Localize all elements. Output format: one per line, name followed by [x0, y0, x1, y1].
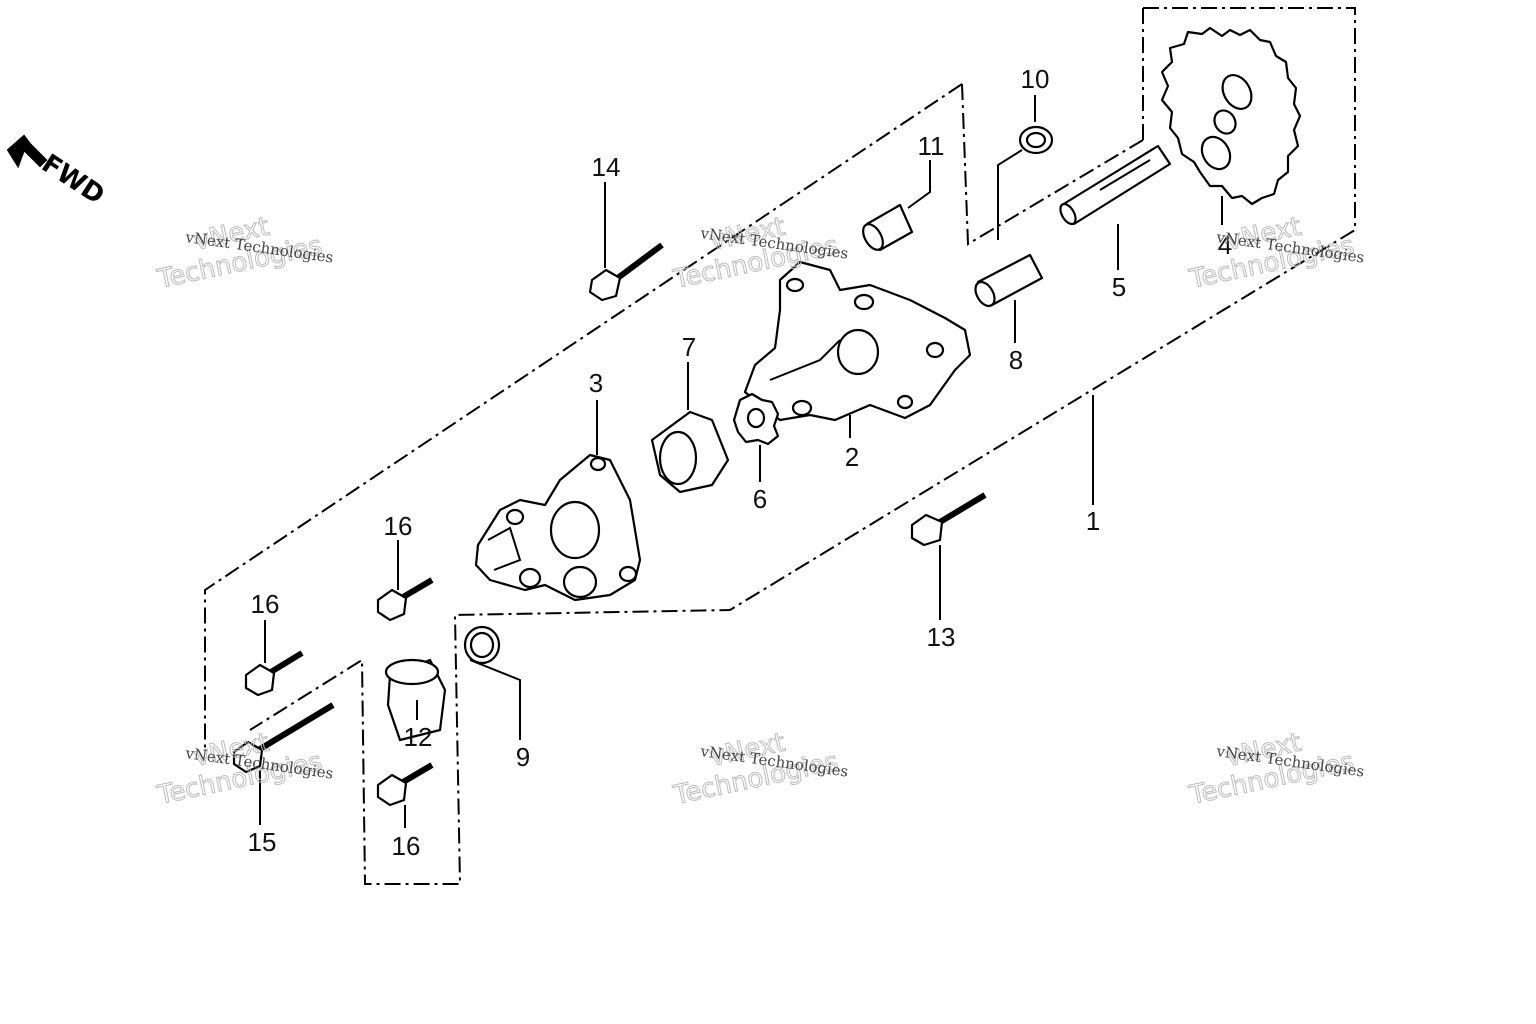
callout-15: 15 — [248, 827, 277, 857]
fwd-label: FWD — [36, 149, 109, 211]
callout-9: 9 — [516, 742, 530, 772]
drive-sprocket — [1160, 26, 1302, 206]
watermark-bottom-center: vNext Technologies vNext Technologies — [670, 727, 850, 811]
watermark-top-right: vNext Technologies vNext Technologies — [1186, 211, 1366, 295]
callout-2: 2 — [845, 442, 859, 472]
callout-14: 14 — [592, 152, 621, 182]
watermark-top-left: vNext Technologies vNext Technologies — [154, 211, 335, 295]
dowel-pin-right — [974, 253, 1044, 308]
callout-12: 12 — [404, 722, 433, 752]
callout-7: 7 — [682, 332, 696, 362]
washer-upper — [1018, 125, 1054, 155]
callout-11: 11 — [918, 131, 945, 161]
bolt-15 — [232, 702, 335, 774]
pump-shaft — [1059, 144, 1172, 226]
bolt-16-left — [244, 650, 304, 697]
bolt-13 — [910, 492, 987, 547]
assembly-outline — [204, 7, 1356, 885]
pump-cover — [474, 453, 642, 602]
callout-6: 6 — [753, 484, 767, 514]
callout-16-left: 16 — [251, 589, 280, 619]
callout-16-lower: 16 — [392, 831, 421, 861]
bolt-16-upper — [376, 577, 434, 622]
leader-lines — [259, 95, 1223, 828]
dowel-pin-upper — [862, 203, 914, 252]
callout-4: 4 — [1218, 230, 1232, 260]
callout-16-upper: 16 — [384, 511, 413, 541]
bolt-14 — [588, 242, 664, 302]
watermark-bottom-right: vNext Technologies vNext Technologies — [1186, 727, 1366, 811]
watermark-top-center: vNext Technologies vNext Technologies — [670, 211, 850, 295]
fwd-arrow-icon: FWD — [6, 134, 110, 211]
callout-5: 5 — [1112, 272, 1126, 302]
inner-rotor — [732, 392, 780, 446]
o-ring — [463, 625, 501, 665]
pump-body — [743, 260, 972, 422]
callout-13: 13 — [927, 622, 956, 652]
callout-1: 1 — [1086, 506, 1100, 536]
outer-rotor — [650, 410, 730, 494]
bolt-16-lower — [376, 762, 434, 807]
callout-10: 10 — [1021, 64, 1050, 94]
callout-8: 8 — [1009, 345, 1023, 375]
callout-3: 3 — [589, 368, 603, 398]
watermark-bottom-left: vNext Technologies vNext Technologies — [154, 727, 335, 811]
